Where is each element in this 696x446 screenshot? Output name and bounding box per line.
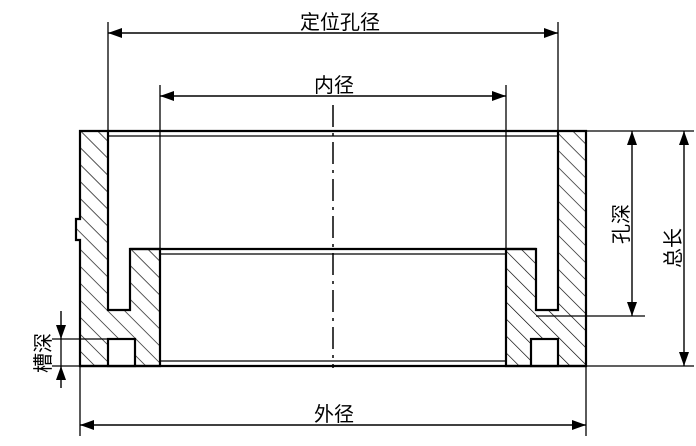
left-groove [106, 337, 137, 368]
groove-depth-label: 槽深 [31, 333, 55, 373]
hole-depth-label: 孔深 [609, 204, 633, 244]
right-groove [529, 337, 560, 368]
outer-diameter-label: 外径 [314, 402, 354, 426]
inner-diameter-label: 内径 [314, 73, 354, 97]
locating-hole-label: 定位孔径 [300, 10, 380, 34]
total-length-label: 总长 [661, 228, 685, 268]
